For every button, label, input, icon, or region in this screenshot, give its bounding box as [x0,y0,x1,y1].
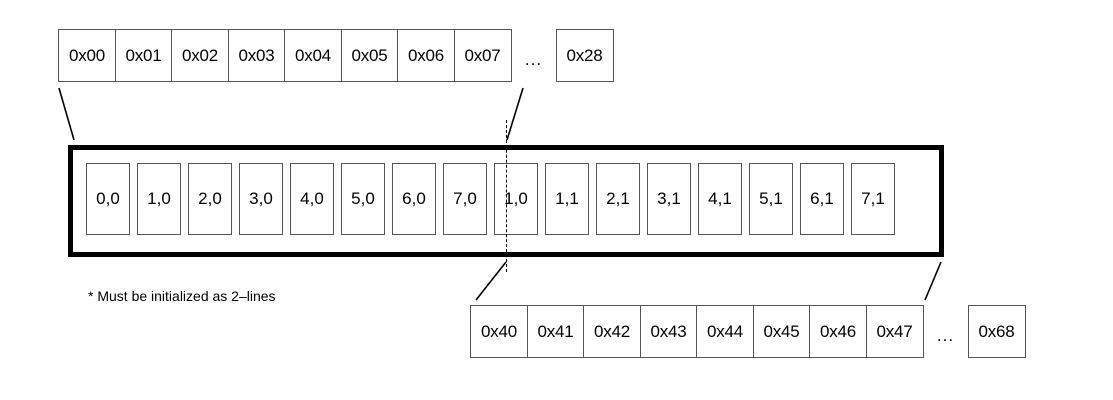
bottom-address-cell: 0x45 [752,305,811,358]
bottom-address-cell: 0x46 [809,305,867,358]
bottom-address-tail-cell: 0x68 [967,305,1026,358]
line-boundary-divider [506,120,507,272]
top-address-row: 0x00 0x01 0x02 0x03 0x04 0x05 0x06 0x07 … [58,29,614,82]
cache-word-cell: 5,0 [341,163,385,235]
top-address-cell: 0x00 [58,29,116,82]
bottom-address-cell: 0x41 [526,305,585,358]
top-address-cell: 0x02 [171,29,229,82]
cache-word-cell: 6,1 [800,163,844,235]
connector-bottom-right [924,261,942,301]
cache-word-cell: 3,0 [239,163,283,235]
top-address-cell: 0x04 [284,29,342,82]
cache-word-cell: 7,1 [851,163,895,235]
connector-top-right [506,87,524,141]
cache-word-cell: 4,0 [290,163,334,235]
caption-note: * Must be initialized as 2–lines [88,288,276,304]
cache-word-cell: 7,0 [443,163,487,235]
cache-word-cell: 2,0 [188,163,232,235]
top-address-cell: 0x06 [397,29,455,82]
top-address-cell: 0x03 [227,29,286,82]
top-address-cell: 0x01 [114,29,173,82]
cache-word-cell: 1,0 [494,163,538,235]
bottom-address-row: 0x40 0x41 0x42 0x43 0x44 0x45 0x46 0x47 … [470,305,1026,358]
cache-word-cell: 1,1 [545,163,589,235]
cache-word-cell: 2,1 [596,163,640,235]
bottom-address-cell: 0x44 [696,305,754,358]
cache-line-cells: 0,0 1,0 2,0 3,0 4,0 5,0 6,0 7,0 1,0 1,1 … [86,163,895,235]
connector-top-left [58,87,75,141]
top-row-ellipsis: ... [524,50,543,69]
connector-bottom-left [475,261,507,301]
cache-word-cell: 5,1 [749,163,793,235]
bottom-address-cell: 0x40 [470,305,528,358]
top-address-cell: 0x05 [340,29,399,82]
bottom-row-ellipsis: ... [936,326,955,345]
bottom-address-cell: 0x42 [583,305,641,358]
top-address-cell: 0x07 [453,29,512,82]
bottom-address-cell: 0x43 [639,305,698,358]
cache-word-cell: 4,1 [698,163,742,235]
bottom-address-cell: 0x47 [865,305,924,358]
cache-word-cell: 3,1 [647,163,691,235]
top-address-tail-cell: 0x28 [555,29,614,82]
cache-word-cell: 6,0 [392,163,436,235]
cache-word-cell: 0,0 [86,163,130,235]
cache-word-cell: 1,0 [137,163,181,235]
